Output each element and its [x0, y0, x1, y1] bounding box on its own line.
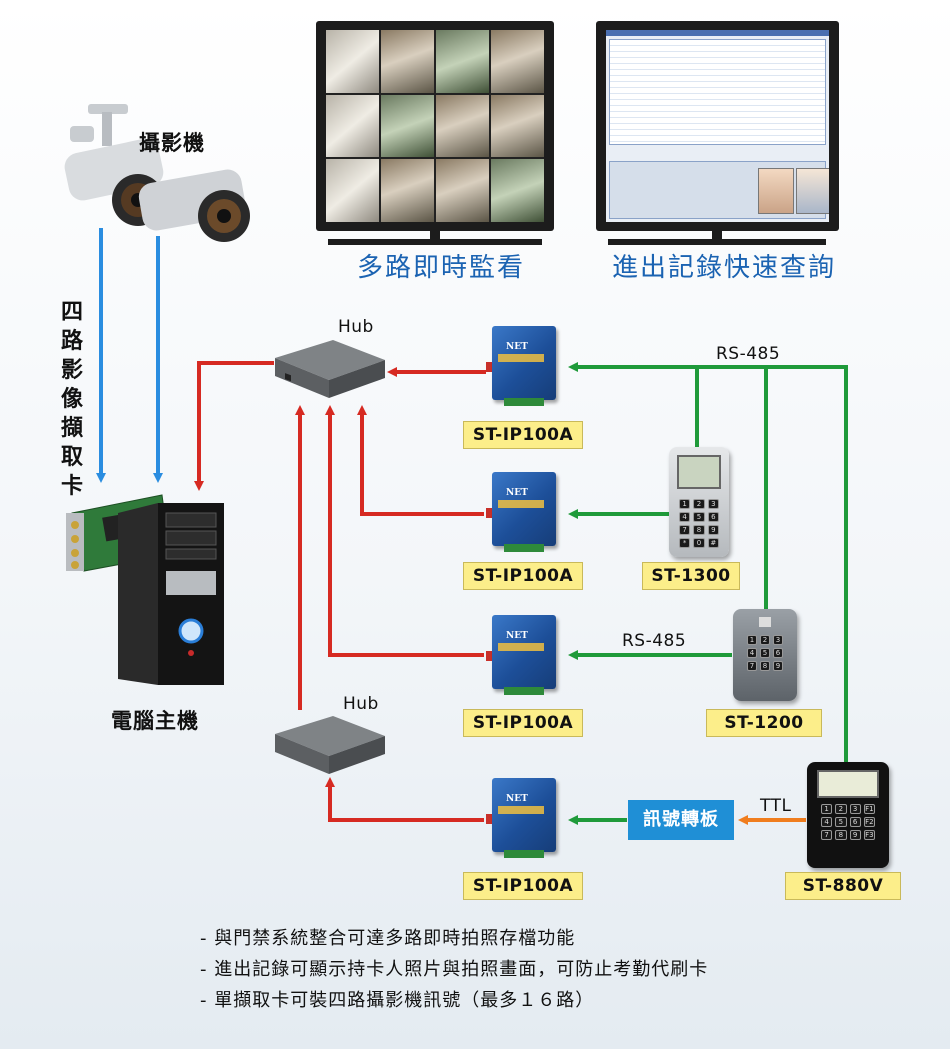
converter-device: NET — [484, 468, 568, 554]
ttl-label: TTL — [760, 796, 792, 816]
converter-device: NET — [484, 611, 568, 697]
converter-tag-4: ST-IP100A — [463, 872, 583, 900]
live-view-label: 多路即時監看 — [357, 253, 526, 283]
conv3-to-hub-line — [325, 405, 484, 657]
monitor-stand — [430, 231, 440, 239]
converter-tag-1: ST-IP100A — [463, 421, 583, 449]
conv2-to-hub-line — [357, 405, 484, 516]
record-query-label: 進出記錄快速查詢 — [612, 253, 837, 283]
monitor-base — [328, 239, 542, 245]
note-item: - 與門禁系統整合可達多路即時拍照存檔功能 — [200, 928, 576, 949]
monitor-stand — [712, 231, 722, 239]
converter-device: NET — [484, 774, 568, 860]
converter-tag-2: ST-IP100A — [463, 562, 583, 590]
st1300-tag: ST-1300 — [642, 562, 740, 590]
hub-icon — [275, 340, 385, 398]
camera-icon — [64, 104, 250, 242]
st1200-tag: ST-1200 — [706, 709, 822, 737]
hub-icon — [275, 716, 385, 774]
note-item: - 進出記錄可顯示持卡人照片與拍照畫面，可防止考勤代刷卡 — [200, 959, 709, 980]
capture-card-label: 四 路 影 像 擷 取 卡 — [60, 300, 83, 499]
card-icon — [759, 617, 771, 627]
monitor-base — [608, 239, 826, 245]
rs485-label-top: RS-485 — [716, 344, 781, 364]
signal-board: 訊號轉板 — [628, 800, 734, 840]
record-table-screen — [606, 30, 829, 222]
hub-label-top: Hub — [338, 317, 374, 337]
converter-device: NET — [484, 322, 568, 408]
live-view-monitor — [316, 21, 554, 231]
note-item: - 單擷取卡可裝四路攝影機訊號（最多１６路） — [200, 990, 595, 1011]
hub-to-pc-line — [194, 361, 274, 491]
converter-tag-3: ST-IP100A — [463, 709, 583, 737]
camera-grid — [326, 30, 544, 222]
camera-label: 攝影機 — [139, 131, 205, 155]
pc-label: 電腦主機 — [111, 709, 199, 733]
pc-tower-icon — [118, 503, 224, 685]
st880v-tag: ST-880V — [785, 872, 901, 900]
rs485-label-mid: RS-485 — [622, 631, 687, 651]
feature-notes: - 與門禁系統整合可達多路即時拍照存檔功能 - 進出記錄可顯示持卡人照片與拍照畫… — [200, 923, 708, 1016]
record-query-monitor — [596, 21, 839, 231]
hub-label-bottom: Hub — [343, 694, 379, 714]
conv4-to-hub2-line — [325, 777, 484, 822]
rs485-bus-line — [568, 362, 848, 763]
